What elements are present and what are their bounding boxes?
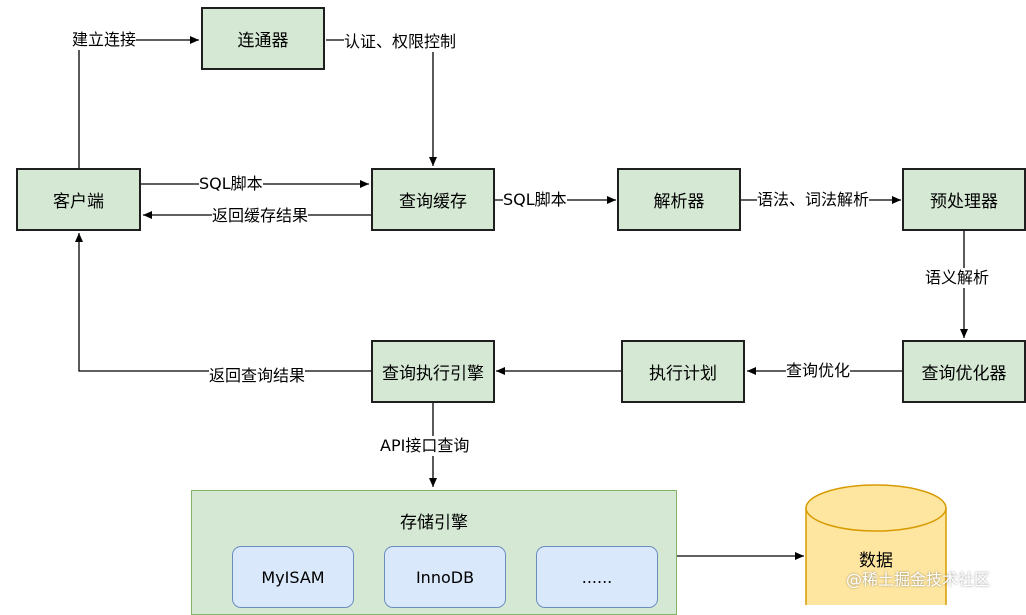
node-connector-label: 连通器: [237, 31, 289, 51]
label-return-cache-result: 返回缓存结果: [212, 206, 309, 226]
node-execution-plan: 执行计划: [621, 340, 745, 403]
node-execution-plan-label: 执行计划: [649, 364, 717, 384]
engine-more-label: ......: [581, 567, 613, 587]
node-parser: 解析器: [617, 168, 741, 231]
label-sql-script-to-parser: SQL脚本: [503, 190, 567, 210]
label-auth-permission: 认证、权限控制: [344, 32, 457, 52]
node-query-cache: 查询缓存: [371, 168, 495, 231]
database-cylinder: [805, 484, 947, 605]
edge-connector-to-cache: [326, 39, 437, 166]
label-sql-script-to-cache: SQL脚本: [199, 174, 263, 194]
node-query-optimizer-label: 查询优化器: [921, 364, 1007, 384]
database-label: 数据: [859, 551, 893, 571]
node-preprocessor: 预处理器: [902, 168, 1026, 231]
label-semantic-parse: 语义解析: [925, 268, 990, 288]
node-connector: 连通器: [201, 7, 325, 70]
storage-engine-title: 存储引擎: [400, 513, 468, 533]
engine-innodb-label: InnoDB: [415, 567, 475, 587]
label-establish-connection: 建立连接: [72, 30, 137, 50]
node-client-label: 客户端: [53, 192, 104, 212]
node-query-cache-label: 查询缓存: [399, 192, 467, 212]
node-query-executor: 查询执行引擎: [371, 340, 495, 403]
edge-client-to-connector: [78, 36, 199, 168]
edge-executor-to-client: [75, 233, 372, 372]
node-query-optimizer: 查询优化器: [902, 340, 1026, 403]
label-syntax-lexical: 语法、词法解析: [757, 190, 870, 210]
engine-innodb: InnoDB: [384, 546, 506, 608]
node-client: 客户端: [16, 168, 141, 231]
node-query-executor-label: 查询执行引擎: [382, 364, 484, 384]
node-parser-label: 解析器: [653, 192, 705, 212]
label-return-query-result: 返回查询结果: [209, 366, 306, 386]
engine-myisam: MyISAM: [232, 546, 354, 608]
watermark-text: @稀土掘金技术社区: [846, 570, 991, 589]
node-preprocessor-label: 预处理器: [930, 192, 998, 212]
label-query-optimize: 查询优化: [786, 361, 851, 381]
engine-myisam-label: MyISAM: [261, 567, 325, 587]
label-api-query: API接口查询: [380, 436, 470, 456]
engine-more: ......: [536, 546, 658, 608]
